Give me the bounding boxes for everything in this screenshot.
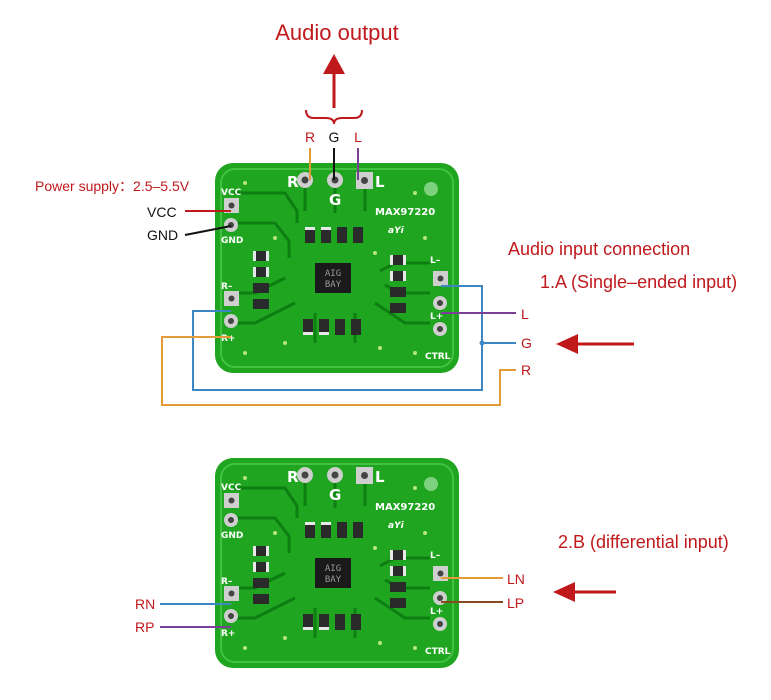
- silk-b-logo: aYi: [388, 521, 405, 531]
- silk-b-chip-model: MAX97220: [375, 502, 435, 513]
- silk-gnd: GND: [221, 236, 243, 246]
- silk-b-vcc: VCC: [221, 483, 242, 493]
- audio-output-title: Audio output: [275, 20, 399, 45]
- output-label-g: G: [329, 129, 340, 145]
- silk-b-l: L: [375, 468, 385, 486]
- power-gnd-label: GND: [147, 227, 178, 243]
- chip-mark-2: BAY: [325, 280, 342, 290]
- chip-b-mark-1: AIG: [325, 564, 341, 574]
- silk-b-l-minus: L–: [430, 551, 441, 561]
- wire-a-r: [161, 336, 516, 406]
- wire-a-blue: [192, 285, 483, 391]
- mode-b-rp-label: RP: [135, 619, 154, 635]
- pcb-board-b: R G L VCC GND MAX97220 aYi R– R+ L– L+ C…: [213, 456, 461, 670]
- silk-logo: aYi: [388, 226, 405, 236]
- silk-g: G: [329, 191, 341, 209]
- input-heading: Audio input connection: [508, 239, 690, 259]
- output-label-l: L: [354, 129, 362, 145]
- input-arrow-a-head-icon: [556, 334, 578, 354]
- silk-r-plus: R+: [221, 334, 235, 344]
- silk-b-ctrl: CTRL: [425, 647, 451, 657]
- chip-mark-1: AIG: [325, 269, 341, 279]
- silk-b-r-plus: R+: [221, 629, 235, 639]
- output-brace: [305, 109, 363, 125]
- power-supply-label: Power supply：2.5–5.5V: [35, 178, 190, 194]
- silk-b-gnd: GND: [221, 531, 243, 541]
- mode-a-g-label: G: [521, 335, 532, 351]
- silk-l-plus: L+: [430, 312, 443, 322]
- output-label-r: R: [305, 129, 315, 145]
- pcb-board-a: R G L VCC GND MAX97220 aYi R– R+ L– L+ C…: [213, 161, 461, 375]
- mode-b-title: 2.B (differential input): [558, 532, 729, 552]
- chip-b-mark-2: BAY: [325, 575, 342, 585]
- mode-b-rn-label: RN: [135, 596, 155, 612]
- silk-l-minus: L–: [430, 256, 441, 266]
- mode-b-lp-label: LP: [507, 595, 524, 611]
- silk-chip-model: MAX97220: [375, 207, 435, 218]
- silk-b-g: G: [329, 486, 341, 504]
- mode-a-l-label: L: [521, 306, 529, 322]
- silk-r-minus: R–: [221, 282, 233, 292]
- output-arrow-head-icon: [323, 54, 345, 74]
- mode-b-ln-label: LN: [507, 571, 525, 587]
- silk-r: R: [287, 173, 299, 191]
- power-vcc-label: VCC: [147, 204, 177, 220]
- input-arrow-b-head-icon: [553, 582, 575, 602]
- mode-a-r-label: R: [521, 362, 531, 378]
- silk-b-r-minus: R–: [221, 577, 233, 587]
- silk-b-l-plus: L+: [430, 607, 443, 617]
- mode-a-title: 1.A (Single–ended input): [540, 272, 737, 292]
- wire-gnd: [184, 225, 232, 236]
- silk-ctrl: CTRL: [425, 352, 451, 362]
- wire-a-g-junction: [479, 340, 485, 346]
- silk-vcc: VCC: [221, 188, 242, 198]
- silk-l: L: [375, 173, 385, 191]
- silk-b-r: R: [287, 468, 299, 486]
